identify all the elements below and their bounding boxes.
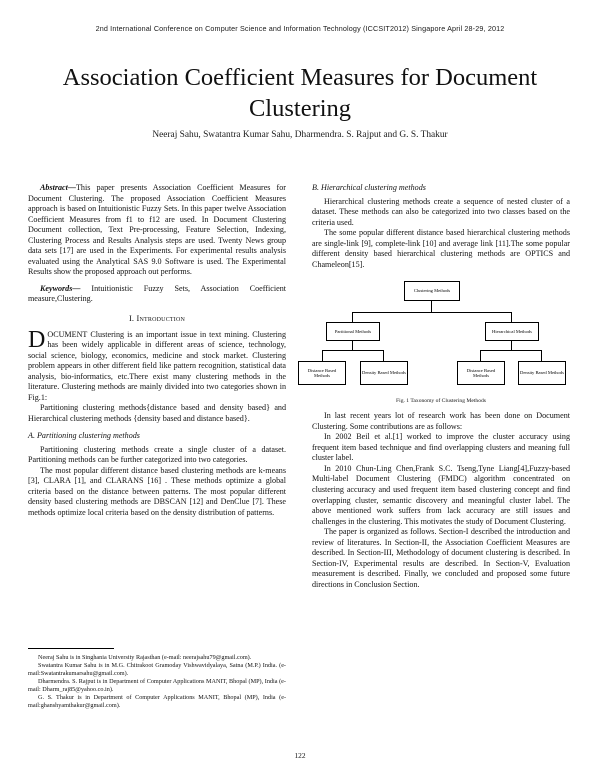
diagram-node-hierarchical: Hierarchical Methods [485, 322, 539, 342]
diagram-edge-leaf3-drop [480, 350, 482, 362]
hierarchical-paragraph-2: The some popular different distance base… [312, 228, 570, 269]
diagram-edge-root-stem [431, 301, 433, 313]
abstract-label: Abstract— [40, 183, 76, 192]
organization-paragraph: The paper is organized as follows. Secti… [312, 527, 570, 589]
diagram-node-leaf-density-partitional: Density Based Methods [360, 361, 408, 386]
intro-second-paragraph: Partitioning clustering methods{distance… [28, 403, 286, 423]
subsection-heading-hierarchical: B. Hierarchical clustering methods [312, 183, 426, 192]
related-work-paragraph-1: In last recent years lot of research wor… [312, 411, 570, 431]
figure-1: Clustering Methods Partitional Methods H… [298, 279, 570, 405]
keywords-label: Keywords— [40, 283, 81, 293]
diagram-edge-left-bar [322, 350, 384, 352]
partitioning-paragraph-1: Partitioning clustering methods create a… [28, 444, 286, 465]
intro-body: Clustering is an important issue in text… [28, 329, 286, 402]
diagram-edge-partitional-stem [352, 341, 354, 351]
footnote-item: G. S. Thakur is in Department of Compute… [28, 694, 286, 710]
diagram-node-leaf-density-hierarchical: Density Based Methods [518, 361, 566, 386]
abstract-paragraph: Abstract—This paper presents Association… [28, 183, 286, 278]
drop-cap: D [28, 326, 46, 353]
page-title: Association Coefficient Measures for Doc… [62, 64, 538, 123]
footnote-block: Neeraj Sahu is in Singhania University R… [28, 654, 286, 710]
diagram-edge-leaf2-drop [383, 350, 385, 362]
footnote-item: Swatantra Kumar Sahu is in M.G. Chitrako… [28, 662, 286, 678]
keywords-paragraph: Keywords— Intuitionistic Fuzzy Sets, Ass… [28, 284, 286, 305]
diagram-node-root: Clustering Methods [404, 281, 460, 302]
related-work-paragraph-3: In 2010 Chun-Ling Chen,Frank S.C. Tseng,… [312, 463, 570, 526]
keywords-text: Intuitionistic Fuzzy Sets, Association C… [28, 283, 286, 304]
author-list: Neeraj Sahu, Swatantra Kumar Sahu, Dharm… [152, 130, 448, 140]
diagram-edge-leaf1-drop [322, 350, 324, 362]
abstract-text: This paper presents Association Coeffici… [28, 183, 286, 277]
diagram-node-leaf-distance-partitional: Distance Based Methods [298, 361, 346, 386]
footnote-item: Neeraj Sahu is in Singhania University R… [38, 654, 252, 661]
intro-smallcaps: OCUMENT [47, 329, 88, 339]
diagram-edge-right-drop [511, 312, 513, 323]
diagram-node-partitional: Partitional Methods [326, 322, 380, 342]
running-header: 2nd International Conference on Computer… [95, 24, 505, 33]
diagram-edge-left-drop [352, 312, 354, 323]
hierarchical-paragraph-1: Hierarchical clustering methods create a… [312, 196, 570, 227]
page-number: 122 [294, 751, 306, 760]
diagram-edge-right-bar [480, 350, 542, 352]
partitioning-paragraph-2: The most popular different distance base… [28, 465, 286, 517]
clustering-taxonomy-diagram: Clustering Methods Partitional Methods H… [298, 279, 570, 395]
section-heading-introduction: I. Introduction [128, 313, 186, 323]
diagram-node-leaf-distance-hierarchical: Distance Based Methods [457, 361, 505, 386]
footnote-separator [28, 648, 114, 649]
figure-caption: Fig. 1 Taxonomy of Clustering Methods [396, 398, 486, 405]
footnote-item: Dharmendra. S. Rajput is in Department o… [28, 678, 286, 694]
left-column: Abstract—This paper presents Association… [28, 183, 286, 518]
diagram-edge-leaf4-drop [541, 350, 543, 362]
diagram-edge-hierarchical-stem [511, 341, 513, 351]
related-work-paragraph-2: In 2002 Beil et al.[1] worked to improve… [312, 432, 570, 463]
right-column: B. Hierarchical clustering methods Hiera… [298, 183, 570, 590]
subsection-heading-partitioning: A. Partitioning clustering methods [28, 431, 140, 441]
diagram-edge-level1-bar [352, 312, 512, 314]
